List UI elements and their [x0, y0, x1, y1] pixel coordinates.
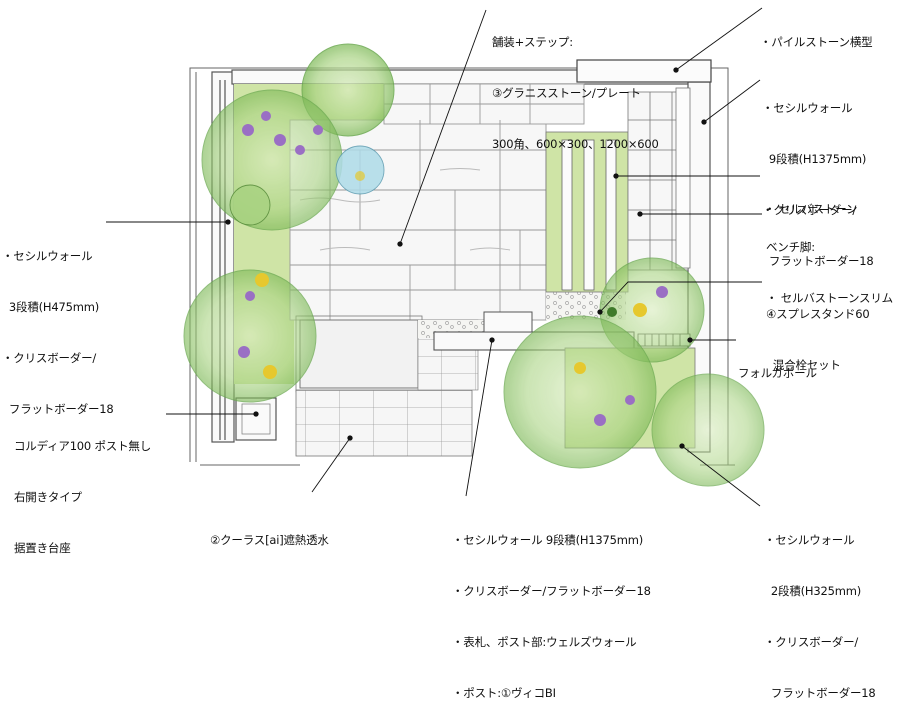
label-selbus-stone: ・ セルバストーン: [764, 167, 857, 235]
label-wall-right-line: 9段積(H1375mm): [762, 152, 867, 166]
label-wall-bottom-right-line: ・クリスボーダー/: [764, 635, 859, 649]
permeable-paving: [295, 389, 473, 457]
label-wall-bottom-line: ・表札、ポスト部:ウェルズウォール: [452, 635, 637, 649]
label-bench-leg: ベンチ脚: ・ セルバストーンスリム: [766, 205, 893, 324]
label-wall-bottom-right-line: 2段積(H325mm): [764, 584, 862, 598]
label-faucet-line: 混合栓セット: [766, 358, 841, 372]
label-coolas-line: ②クーラス[ai]遮熱透水: [210, 533, 329, 547]
label-wall-right-line: フラットボーダー18: [762, 254, 874, 268]
label-faucet: ④スプレスタンド60 混合栓セット: [766, 272, 870, 391]
label-selbus-stone-line: ・ セルバストーン: [764, 202, 858, 216]
label-folga-pole: フォルガポール: [738, 331, 817, 399]
label-wall-bottom-right-line: フラットボーダー18: [764, 686, 876, 700]
label-wall-bottom: ・セシルウォール 9段積(H1375mm) ・クリスボーダー/フラットボーダー1…: [452, 498, 651, 719]
garden-plan-drawing: [106, 7, 765, 507]
label-wall-bottom-line: ・セシルウォール 9段積(H1375mm): [452, 533, 644, 547]
trees: [183, 43, 765, 487]
label-wall-left-line: ・クリスボーダー/: [2, 351, 97, 365]
step-slab: [299, 319, 419, 389]
label-wall-right-line: ・セシルウォール: [762, 101, 853, 115]
label-coolas: ②クーラス[ai]遮熱透水: [210, 498, 329, 566]
label-pile-stone-line: ・パイルストーン横型: [760, 35, 873, 49]
bench-leg-area: [627, 87, 691, 271]
leader-lines: [106, 7, 763, 507]
label-faucet-line: ④スプレスタンド60: [766, 307, 870, 321]
label-bench-leg-line: ・ セルバストーンスリム: [766, 291, 893, 305]
label-wall-left-line: ・セシルウォール: [2, 249, 93, 263]
label-wall-left: ・セシルウォール 3段積(H475mm) ・クリスボーダー/ フラットボーダー1…: [2, 214, 114, 435]
label-post-line: 右開きタイプ: [14, 490, 82, 504]
label-paving-line: 舗装+ステップ:: [492, 35, 573, 49]
label-wall-bottom-right: ・セシルウォール 2段積(H325mm) ・クリスボーダー/ フラットボーダー1…: [764, 498, 876, 719]
label-paving: 舗装+ステップ: ③グラニスストーン/プレート 300角、600×300、120…: [492, 0, 659, 170]
label-paving-line: 300角、600×300、1200×600: [492, 137, 659, 151]
label-folga-pole-line: フォルガポール: [738, 366, 817, 380]
label-wall-left-line: 3段積(H475mm): [2, 300, 100, 314]
label-wall-bottom-line: ・ポスト:①ヴィコBI: [452, 686, 556, 700]
label-post-line: コルディア100 ポスト無し: [14, 439, 151, 453]
label-wall-right-line: ・クリスボーダー/: [762, 203, 857, 217]
label-wall-right: ・セシルウォール 9段積(H1375mm) ・クリスボーダー/ フラットボーダー…: [762, 66, 874, 287]
label-bench-leg-line: ベンチ脚:: [766, 240, 815, 254]
post-box: [235, 397, 277, 441]
label-post-line: 据置き台座: [14, 541, 71, 555]
label-pile-stone: ・パイルストーン横型: [760, 0, 873, 68]
shrubs: [229, 111, 668, 426]
label-post: コルディア100 ポスト無し 右開きタイプ 据置き台座: [14, 404, 151, 574]
label-wall-bottom-line: ・クリスボーダー/フラットボーダー18: [452, 584, 651, 598]
pile-stone: [576, 59, 712, 83]
label-wall-bottom-right-line: ・セシルウォール: [764, 533, 855, 547]
label-wall-left-line: フラットボーダー18: [2, 402, 114, 416]
label-paving-line: ③グラニスストーン/プレート: [492, 86, 641, 100]
garden-plan-diagram: 舗装+ステップ: ③グラニスストーン/プレート 300角、600×300、120…: [2, 0, 893, 700]
